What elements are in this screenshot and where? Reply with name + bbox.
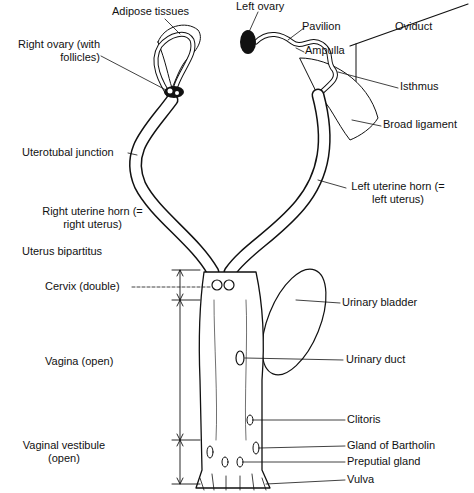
leader-line — [288, 28, 304, 40]
part-label: Preputial gland — [347, 455, 467, 468]
leader-line — [296, 48, 304, 52]
uterine-horn — [230, 95, 324, 272]
urinary-duct-opening — [236, 351, 244, 365]
part-label: Left ovary — [236, 0, 316, 13]
part-label: Vagina (open) — [45, 355, 155, 368]
part-label: Urinary duct — [346, 353, 456, 366]
leader-line — [254, 420, 345, 421]
part-label: Ampulla — [305, 44, 375, 57]
uterine-horn — [230, 95, 324, 272]
oviduct-tube — [156, 34, 193, 100]
part-label: Vulva — [347, 473, 457, 486]
part-label: Broad ligament — [383, 118, 473, 131]
leader-line — [249, 12, 258, 32]
part-label: Adipose tissues — [112, 5, 222, 18]
dimension-line — [180, 270, 181, 484]
vagina-body — [196, 272, 270, 488]
leader-line — [244, 462, 345, 463]
follicle — [168, 89, 173, 94]
oviduct-tube — [156, 34, 193, 100]
bracket-line — [350, 4, 468, 46]
bartholin-gland — [253, 442, 259, 454]
bartholin-gland — [207, 446, 213, 458]
oviduct-tube — [256, 34, 335, 96]
vagina-wall — [214, 300, 247, 440]
part-label: Gland of Bartholin — [347, 439, 472, 452]
part-label: Vaginal vestibule (open) — [14, 439, 114, 465]
part-label: Pavilion — [302, 20, 372, 33]
leader-line — [165, 19, 180, 34]
part-label: Left uterine horn (= left uterus) — [348, 180, 448, 206]
vulva-folds — [200, 474, 266, 490]
follicle — [175, 91, 179, 95]
dimension-arrow — [177, 270, 183, 484]
part-label: Uterotubal junction — [22, 146, 147, 159]
leader-line — [128, 153, 137, 155]
part-label: Uterus bipartitus — [22, 245, 147, 258]
leader-line — [352, 120, 381, 126]
part-label: Urinary bladder — [342, 296, 462, 309]
cervix-opening — [212, 280, 222, 290]
oviduct-tube — [256, 34, 335, 96]
preputial-gland — [237, 457, 243, 467]
part-label: Cervix (double) — [45, 280, 155, 293]
right-ovary — [164, 86, 184, 98]
clitoris-shape — [247, 415, 253, 425]
leader-line — [338, 72, 398, 88]
left-ovary — [240, 30, 256, 54]
leader-line — [101, 56, 166, 90]
part-label: Isthmus — [400, 80, 470, 93]
leader-line — [132, 287, 210, 288]
part-label: Oviduct — [395, 20, 465, 33]
part-label: Right uterine horn (= right uterus) — [40, 205, 145, 231]
dimension-tick — [172, 270, 200, 484]
uterine-horn — [135, 100, 213, 272]
uterine-horn — [135, 100, 213, 272]
leader-line — [296, 300, 340, 303]
leader-line — [266, 480, 345, 484]
broad-ligament — [300, 58, 378, 140]
leader-line — [260, 446, 345, 448]
preputial-gland — [222, 457, 228, 467]
cervix-opening — [224, 280, 234, 290]
part-label: Clitoris — [347, 413, 457, 426]
ovaries — [164, 30, 256, 98]
part-label: Right ovary (with follicles) — [15, 38, 100, 64]
leader-line — [318, 180, 346, 188]
leader-line — [245, 358, 343, 360]
